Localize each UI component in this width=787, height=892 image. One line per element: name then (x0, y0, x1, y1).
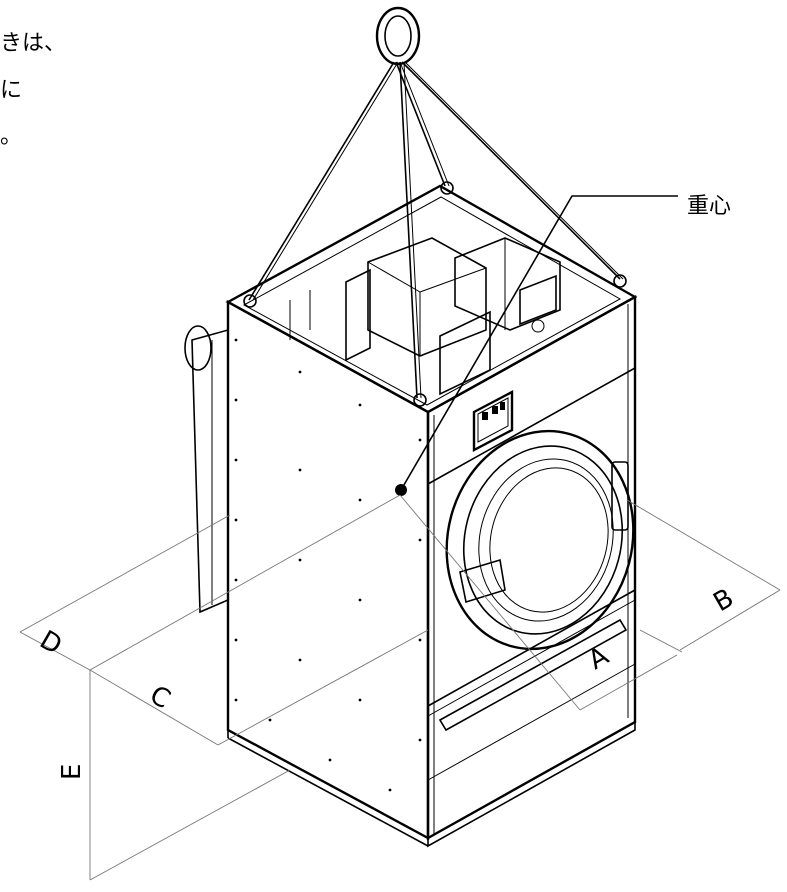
caption-line-3: 。 (0, 124, 23, 149)
dimension-lines (19, 494, 781, 881)
center-of-gravity-label: 重心 (687, 194, 732, 219)
lifting-eyes (243, 181, 627, 407)
caption-line-1: きは、 (0, 31, 67, 56)
dryer-cabinet (225, 184, 638, 848)
rear-motor-housing (184, 325, 229, 614)
side-panel-rivets (234, 338, 422, 792)
interior-components (289, 237, 561, 396)
dimension-label-b: B (709, 583, 739, 618)
door (445, 429, 635, 651)
dimension-label-c: C (145, 680, 176, 715)
dimension-label-d: D (35, 625, 67, 661)
dimension-label-a: A (584, 641, 615, 676)
lint-drawer-handle (438, 618, 628, 732)
control-panel (472, 390, 514, 452)
lifting-slings (248, 61, 624, 399)
caption-line-2: に (0, 78, 23, 103)
dimension-label-e: E (57, 764, 87, 780)
center-of-gravity-marker (395, 195, 678, 496)
lifting-ring (375, 6, 421, 66)
